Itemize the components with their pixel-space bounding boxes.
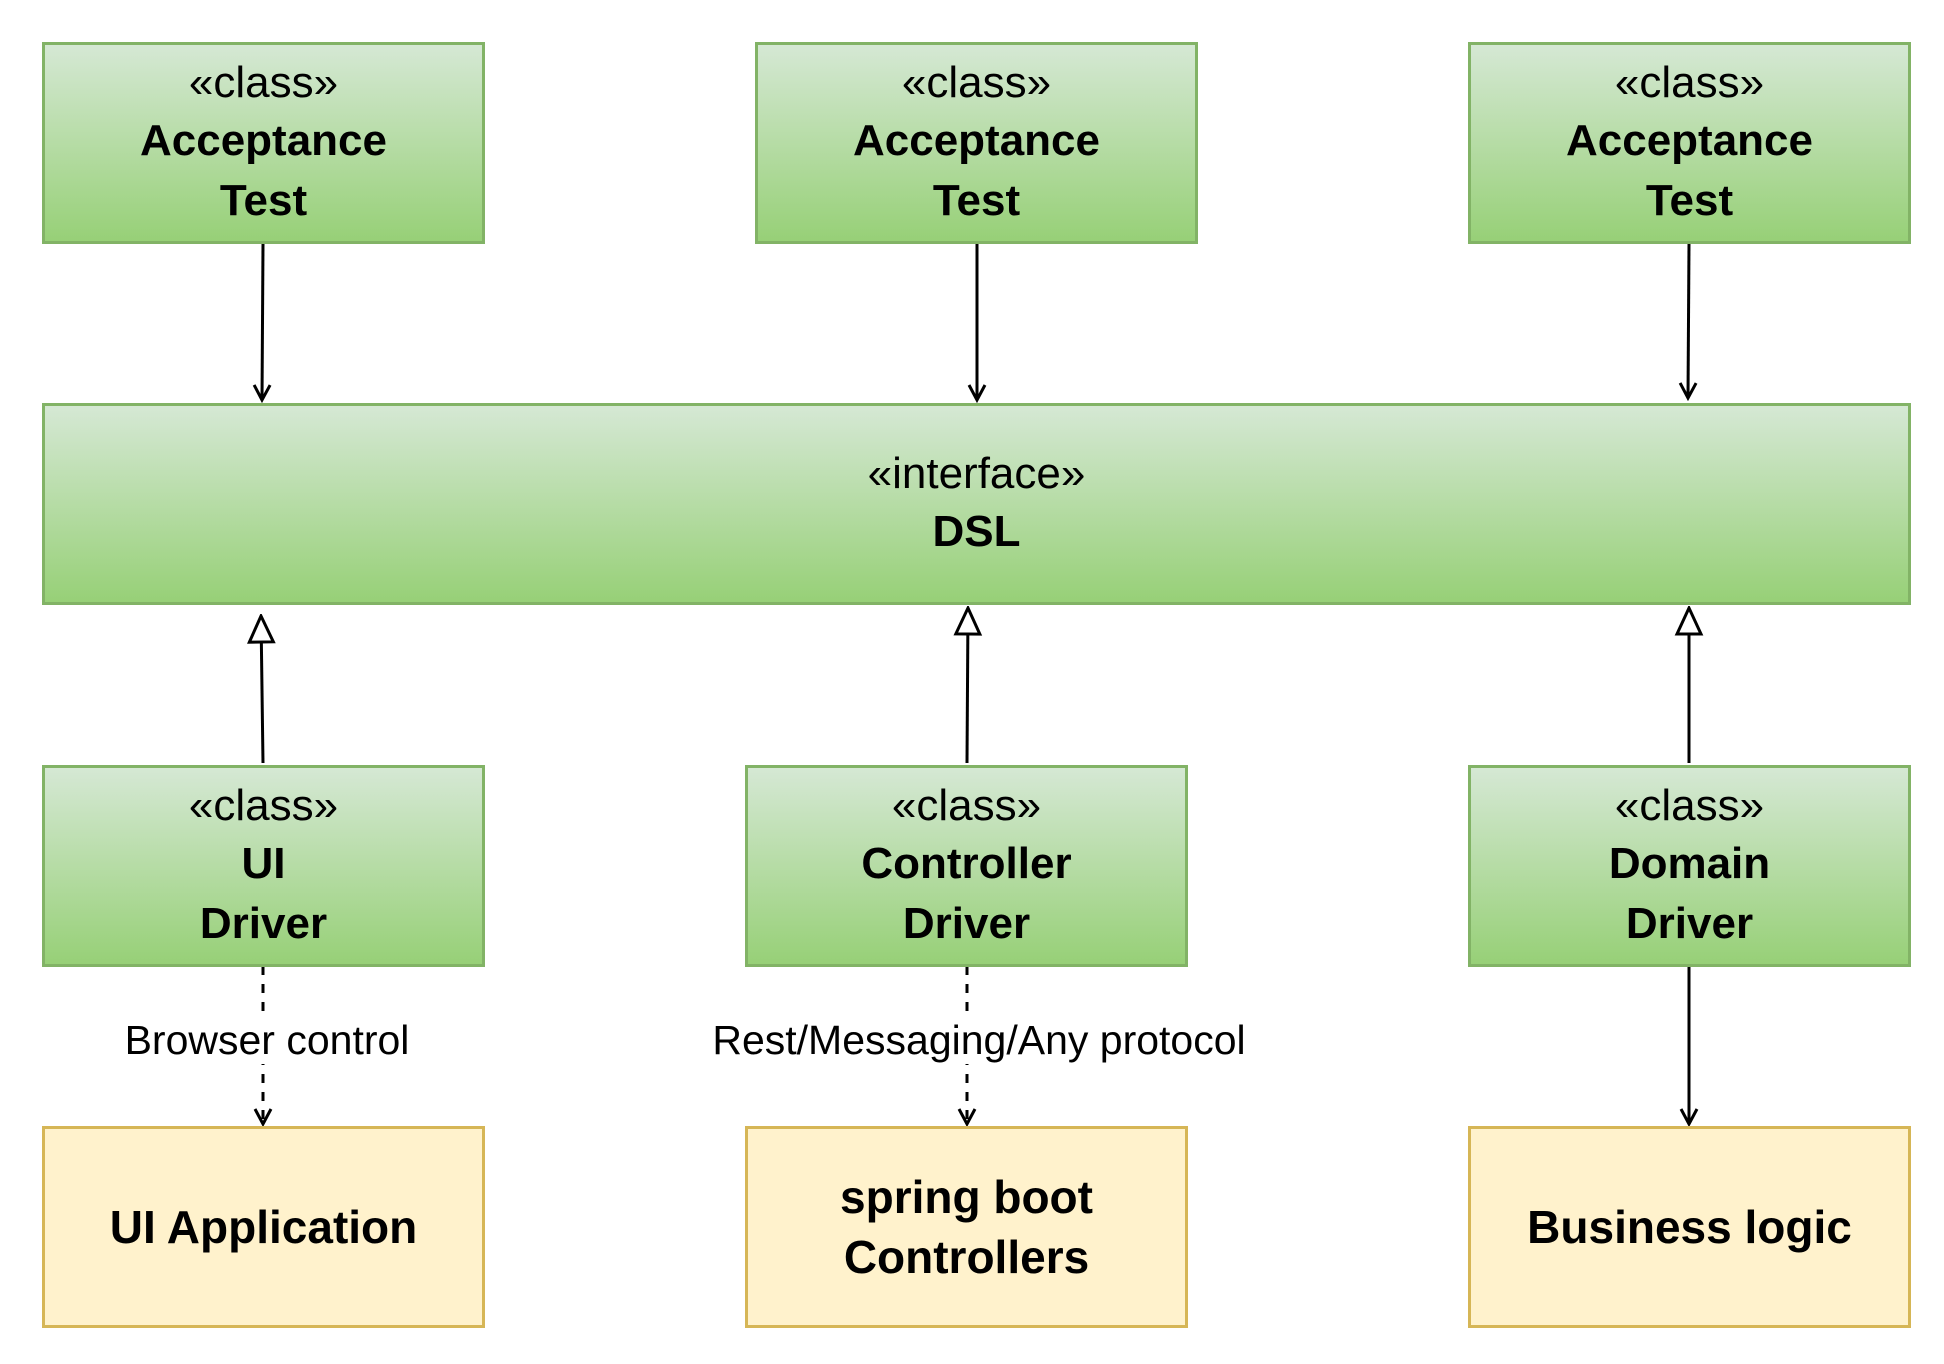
class-name-line-2: Test bbox=[932, 176, 1021, 225]
stereotype-label: «class» bbox=[1614, 781, 1765, 830]
class-name-line-1: Acceptance bbox=[139, 116, 387, 165]
edge-uidriver-dsl bbox=[261, 616, 263, 764]
stereotype-label: «class» bbox=[188, 58, 339, 107]
stereotype-label: «class» bbox=[901, 58, 1052, 107]
class-name-line-2: Driver bbox=[199, 899, 328, 948]
stereotype-label: «interface» bbox=[867, 449, 1086, 498]
target-name: Business logic bbox=[1527, 1201, 1852, 1253]
domain-driver-box[interactable]: «class» Domain Driver bbox=[1468, 765, 1911, 967]
acceptance-test-box-2[interactable]: «class» Acceptance Test bbox=[755, 42, 1198, 244]
spring-boot-controllers-box[interactable]: spring boot Controllers bbox=[745, 1126, 1188, 1328]
browser-control-label: Browser control bbox=[122, 1016, 412, 1064]
class-name-line-1: Acceptance bbox=[1565, 116, 1813, 165]
ui-application-box[interactable]: UI Application bbox=[42, 1126, 485, 1328]
edge-controllerdriver-dsl bbox=[967, 608, 968, 764]
class-name-line-2: Driver bbox=[902, 899, 1031, 948]
interface-name: DSL bbox=[932, 507, 1021, 556]
stereotype-label: «class» bbox=[1614, 58, 1765, 107]
class-name-line-2: Driver bbox=[1625, 899, 1754, 948]
edge-test1-dsl bbox=[262, 243, 263, 400]
business-logic-box[interactable]: Business logic bbox=[1468, 1126, 1911, 1328]
stereotype-label: «class» bbox=[188, 781, 339, 830]
class-name-line-1: Domain bbox=[1608, 839, 1771, 888]
class-name-line-1: Acceptance bbox=[852, 116, 1100, 165]
class-name-line-1: UI bbox=[241, 839, 286, 888]
edge-test3-dsl bbox=[1688, 243, 1689, 398]
class-name-line-1: Controller bbox=[861, 839, 1072, 888]
class-name-line-2: Test bbox=[1645, 176, 1734, 225]
protocol-label: Rest/Messaging/Any protocol bbox=[710, 1016, 1248, 1064]
stereotype-label: «class» bbox=[891, 781, 1042, 830]
ui-driver-box[interactable]: «class» UI Driver bbox=[42, 765, 485, 967]
target-name-line-1: spring boot bbox=[840, 1171, 1093, 1223]
class-name-line-2: Test bbox=[219, 176, 308, 225]
target-name: UI Application bbox=[109, 1201, 418, 1253]
acceptance-test-box-3[interactable]: «class» Acceptance Test bbox=[1468, 42, 1911, 244]
target-name-line-2: Controllers bbox=[843, 1231, 1090, 1283]
controller-driver-box[interactable]: «class» Controller Driver bbox=[745, 765, 1188, 967]
dsl-interface-box[interactable]: «interface» DSL bbox=[42, 403, 1911, 605]
acceptance-test-box-1[interactable]: «class» Acceptance Test bbox=[42, 42, 485, 244]
